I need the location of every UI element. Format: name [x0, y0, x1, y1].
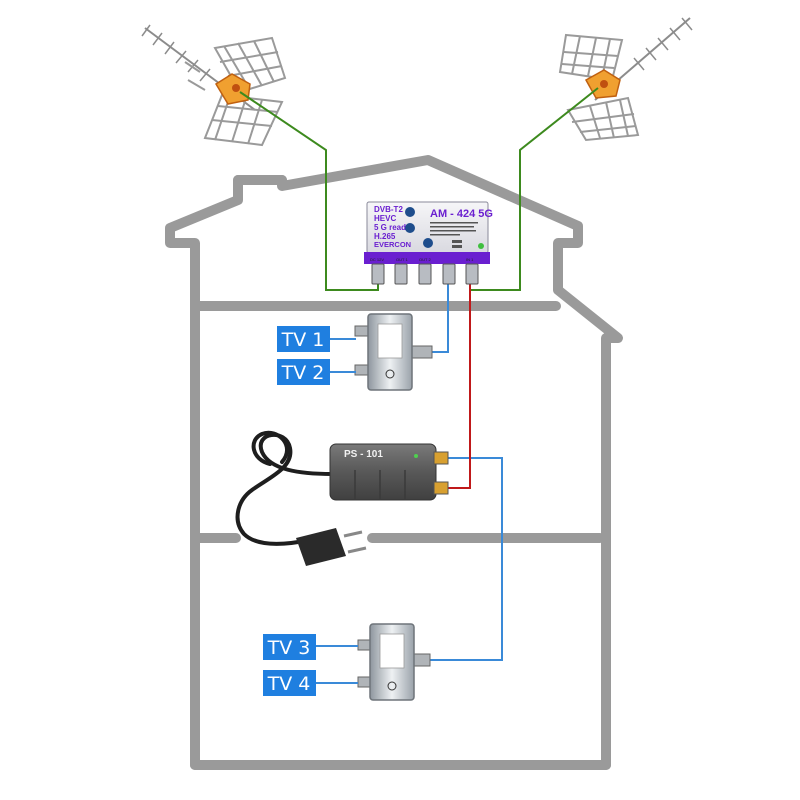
- dc-cable: [448, 270, 471, 489]
- power-cord: [235, 432, 334, 546]
- tv-label-4-text: TV 4: [267, 673, 311, 695]
- tv-label-4: TV 4: [263, 670, 358, 696]
- tv-cables: [428, 270, 503, 661]
- amplifier-feature-2: 5 G ready: [374, 223, 411, 232]
- amplifier-port-4: IN 1: [466, 257, 474, 262]
- amplifier-feature-1: HEVC: [374, 214, 396, 223]
- house-outline: [165, 155, 623, 770]
- amplifier-port-1: OUT 1: [396, 257, 408, 262]
- gain-knob-2: [405, 223, 415, 233]
- splitter-lower: [357, 623, 431, 701]
- power-led: [478, 243, 484, 249]
- tv-label-3: TV 3: [263, 634, 358, 660]
- tv-label-3-text: TV 3: [267, 637, 311, 659]
- amplifier-feature-4: EVERCON: [374, 240, 411, 249]
- amplifier-feature-0: DVB-T2: [374, 205, 403, 214]
- antenna-right: [558, 17, 693, 142]
- gain-knob-3: [423, 238, 433, 248]
- antenna-left: [141, 24, 287, 147]
- amplifier-port-0: DC 12V: [370, 257, 384, 262]
- splitter-upper: [354, 313, 433, 391]
- power-supply: PS - 101: [235, 430, 449, 566]
- power-plug: [296, 528, 367, 566]
- power-supply-body: [329, 443, 437, 501]
- tv-label-1-text: TV 1: [281, 329, 325, 351]
- cable-tv34: [428, 457, 503, 661]
- amplifier-spec-lines: [430, 222, 478, 248]
- tv-label-2-text: TV 2: [281, 362, 325, 384]
- power-supply-model: PS - 101: [344, 449, 383, 460]
- house-roof: [165, 155, 623, 770]
- tv-label-2: TV 2: [277, 359, 356, 385]
- amplifier-port-2: OUT 2: [419, 257, 431, 262]
- cable-tv12: [430, 270, 449, 353]
- amplifier-connectors: [371, 263, 479, 285]
- power-supply-led: [414, 454, 418, 458]
- amplifier-port-strip: [364, 252, 490, 264]
- gain-knob-1: [405, 207, 415, 217]
- amplifier-model: AM - 424 5G: [430, 208, 493, 220]
- amplifier-feature-3: H.265: [374, 232, 396, 241]
- antenna-cable-left: [239, 91, 379, 291]
- amplifier: DVB-T2 HEVC 5 G ready H.265 EVERCON AM -…: [364, 201, 493, 285]
- tv-label-1: TV 1: [277, 326, 356, 352]
